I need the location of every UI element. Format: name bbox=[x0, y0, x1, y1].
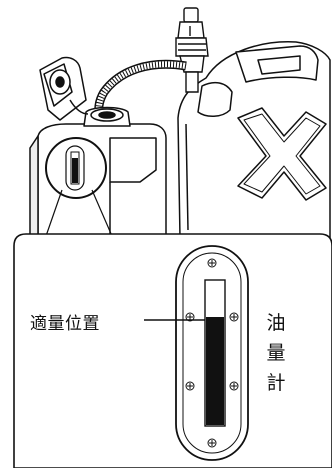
gauge-label-char: 油 bbox=[266, 312, 286, 334]
jerry-can-icon bbox=[177, 41, 331, 239]
proper-level-label: 適量位置 bbox=[30, 314, 100, 334]
screw-icon bbox=[185, 258, 239, 448]
gauge-label-char: 計 bbox=[266, 372, 286, 394]
oil-gauge-label: 油 量 計 bbox=[264, 308, 288, 398]
fuel-gauge bbox=[175, 245, 249, 461]
fuel-level-fill bbox=[206, 317, 224, 425]
gauge-label-char: 量 bbox=[266, 342, 286, 364]
gauge-highlight-circle bbox=[45, 137, 113, 237]
